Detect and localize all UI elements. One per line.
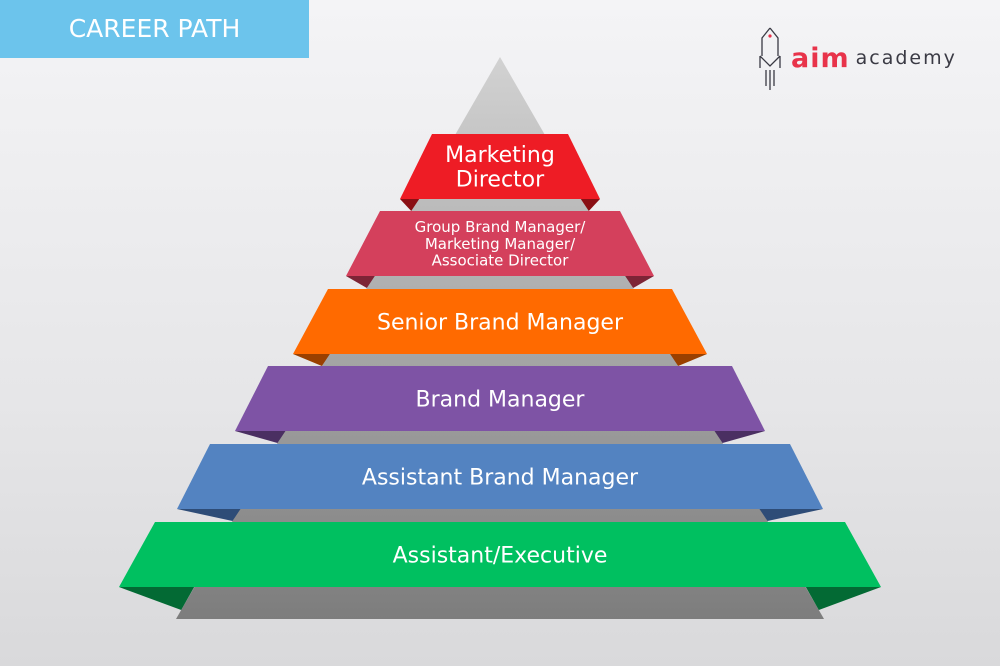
- logo-suffix: academy: [855, 47, 957, 69]
- level-label: Marketing Manager/: [425, 235, 576, 253]
- fold-right: [714, 431, 765, 443]
- level-3: Senior Brand Manager: [293, 289, 707, 366]
- level-label: Assistant/Executive: [393, 543, 608, 568]
- level-label: Group Brand Manager/: [415, 218, 587, 236]
- fold-left: [293, 354, 330, 366]
- fold-left: [177, 509, 241, 521]
- level-2: Group Brand Manager/Marketing Manager/As…: [346, 211, 654, 288]
- rocket-pen-icon: [759, 27, 781, 90]
- level-label: Associate Director: [432, 252, 570, 270]
- level-band: [400, 134, 600, 199]
- page-title: CAREER PATH: [0, 0, 309, 58]
- aim-academy-logo: aim academy: [757, 26, 957, 90]
- level-label: Marketing: [445, 143, 555, 168]
- level-label: Assistant Brand Manager: [362, 465, 639, 490]
- fold-right: [759, 509, 823, 521]
- logo-brand: aim: [791, 42, 850, 74]
- fold-left: [346, 276, 375, 288]
- level-band: [346, 211, 654, 276]
- fold-right: [580, 199, 600, 211]
- fold-right: [805, 587, 881, 610]
- level-5: Assistant Brand Manager: [177, 444, 823, 521]
- level-6: Assistant/Executive: [119, 522, 881, 610]
- level-band: [235, 366, 765, 431]
- level-label: Director: [456, 168, 545, 193]
- fold-left: [235, 431, 286, 443]
- fold-left: [400, 199, 420, 211]
- fold-right: [670, 354, 707, 366]
- level-label: Senior Brand Manager: [377, 310, 624, 335]
- fold-left: [119, 587, 195, 610]
- level-band: [119, 522, 881, 587]
- fold-right: [625, 276, 654, 288]
- level-label: Brand Manager: [416, 387, 586, 412]
- level-4: Brand Manager: [235, 366, 765, 443]
- level-band: [177, 444, 823, 509]
- level-band: [293, 289, 707, 354]
